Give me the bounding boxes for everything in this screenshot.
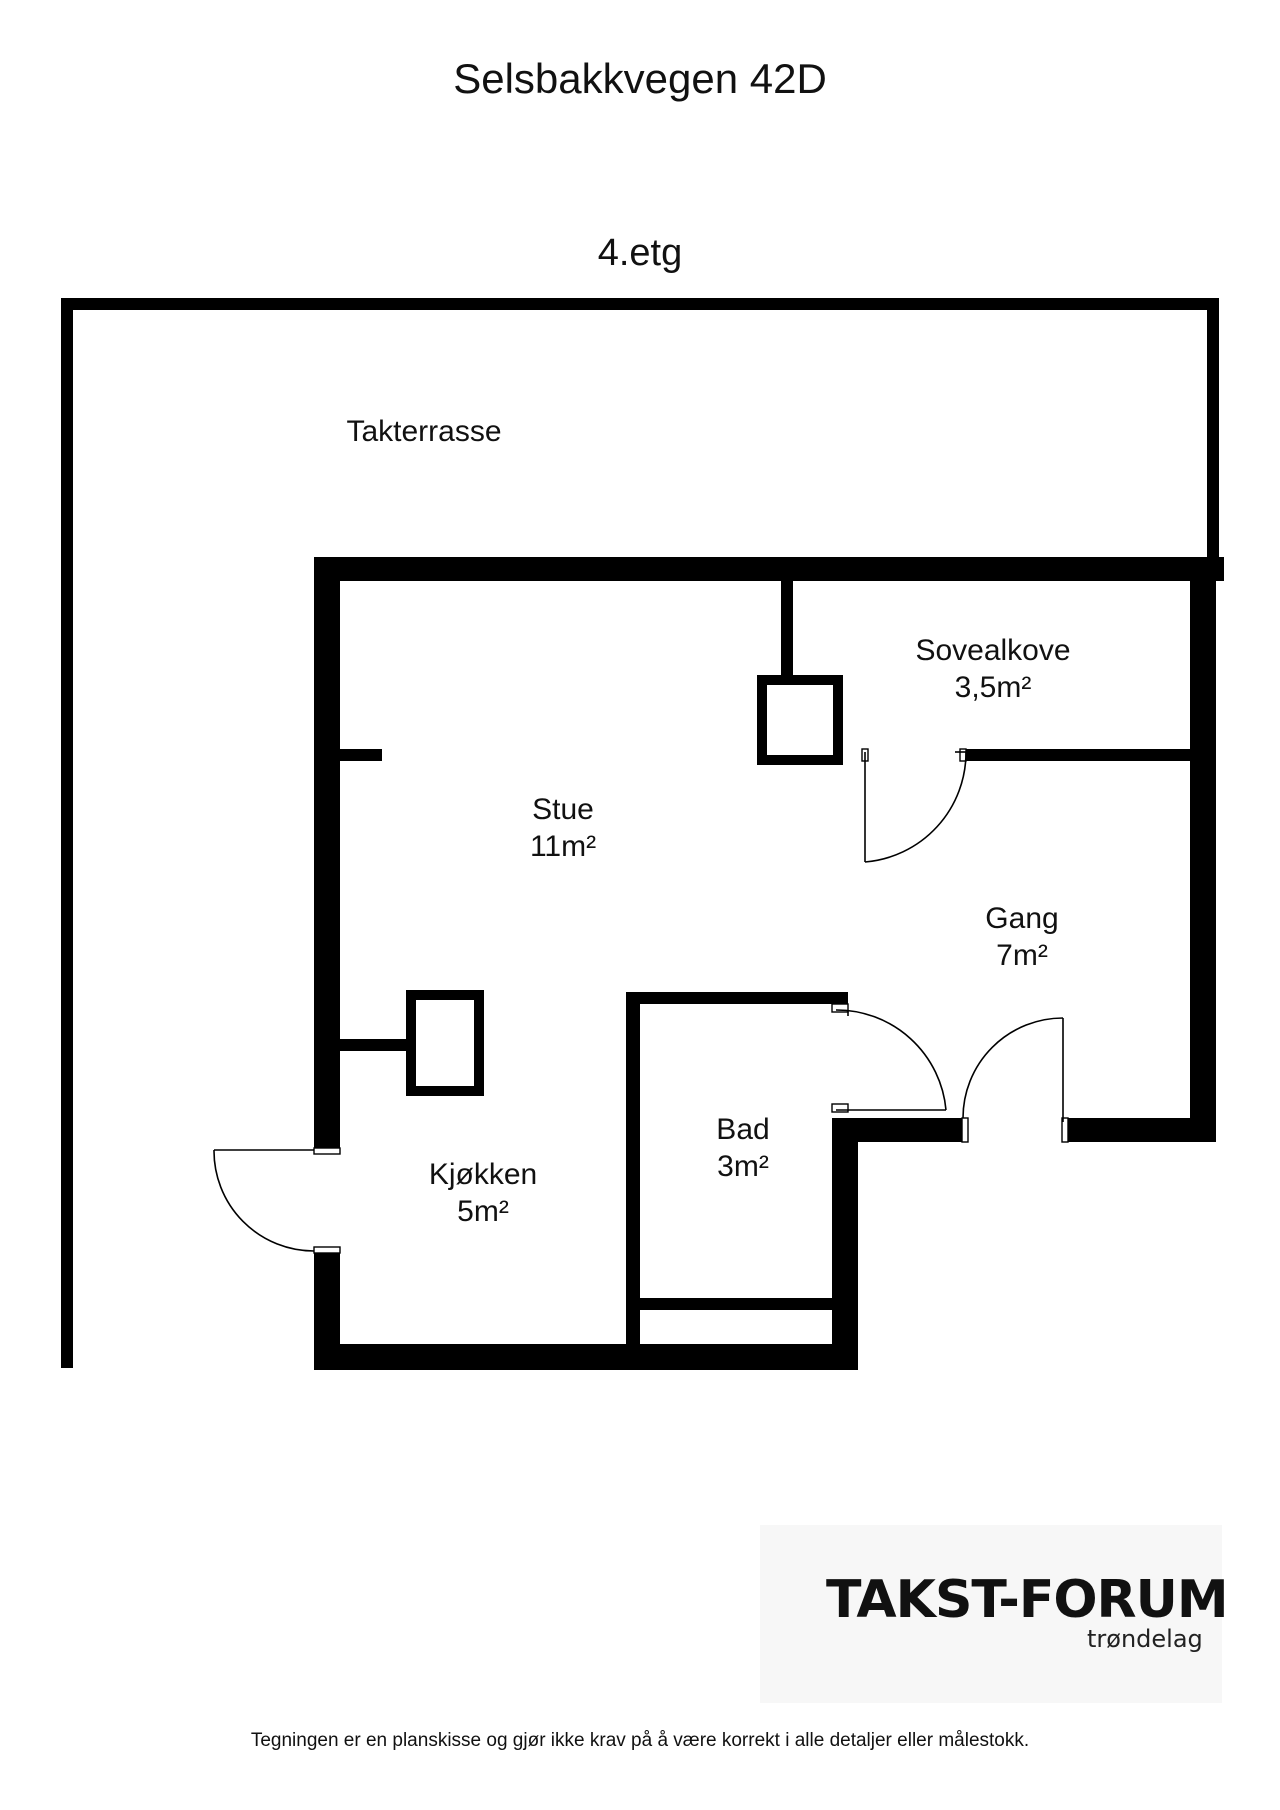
room-name: Kjøkken [428,1158,538,1191]
wall-alcove-horizontal [966,749,1192,761]
room-area: 11m² [529,830,597,863]
wall-left-upper [314,557,340,1148]
room-area: 3m² [717,1150,769,1183]
wall-right [1190,557,1216,1141]
room-gang: Gang 7m² [985,900,1058,974]
wall-bath-inner [638,1298,834,1310]
wall-bath-right [832,1118,858,1370]
disclaimer-footer: Tegningen er en planskisse og gjør ikke … [250,1730,1030,1751]
room-sovealkove: Sovealkove 3,5m² [915,632,1070,706]
logo-region: trøndelag [1087,1625,1203,1653]
room-bad: Bad 3m² [716,1111,769,1185]
wall-bottom [314,1344,858,1370]
doors [213,751,1064,1252]
room-name: Sovealkove [915,634,1071,667]
wall-gang-bottom-right [1068,1118,1216,1142]
room-name: Gang [985,902,1059,935]
plan-title: Selsbakkvegen 42D [453,55,827,102]
room-stue: Stue 11m² [530,791,596,865]
logo-wordmark: TAKST-FORUM [826,1570,1229,1630]
room-takterrasse: Takterrasse [346,413,501,450]
wall-gang-bottom-left [832,1118,962,1142]
wall-top [314,557,1224,581]
wall-bath-left [626,992,640,1344]
wall-bath-top [626,992,848,1004]
wall-stub-left [338,749,382,761]
room-area: 7m² [996,939,1048,972]
walls [314,557,1224,1370]
room-name: Stue [532,793,594,826]
column-stue [757,675,843,765]
terrace-outline [61,298,1219,1368]
room-kjokken: Kjøkken 5m² [429,1156,537,1230]
column-kitchen [406,990,484,1096]
door-jambs [313,748,1069,1254]
wall-alcove-vertical [781,580,793,675]
floor-label: 4.etg [597,232,683,274]
room-area: 5m² [457,1195,509,1228]
room-area: 3,5m² [954,671,1032,704]
room-name: Takterrasse [346,415,502,448]
room-name: Bad [716,1113,770,1146]
wall-stub-kitchen [338,1039,408,1051]
logo-panel [760,1525,1222,1703]
